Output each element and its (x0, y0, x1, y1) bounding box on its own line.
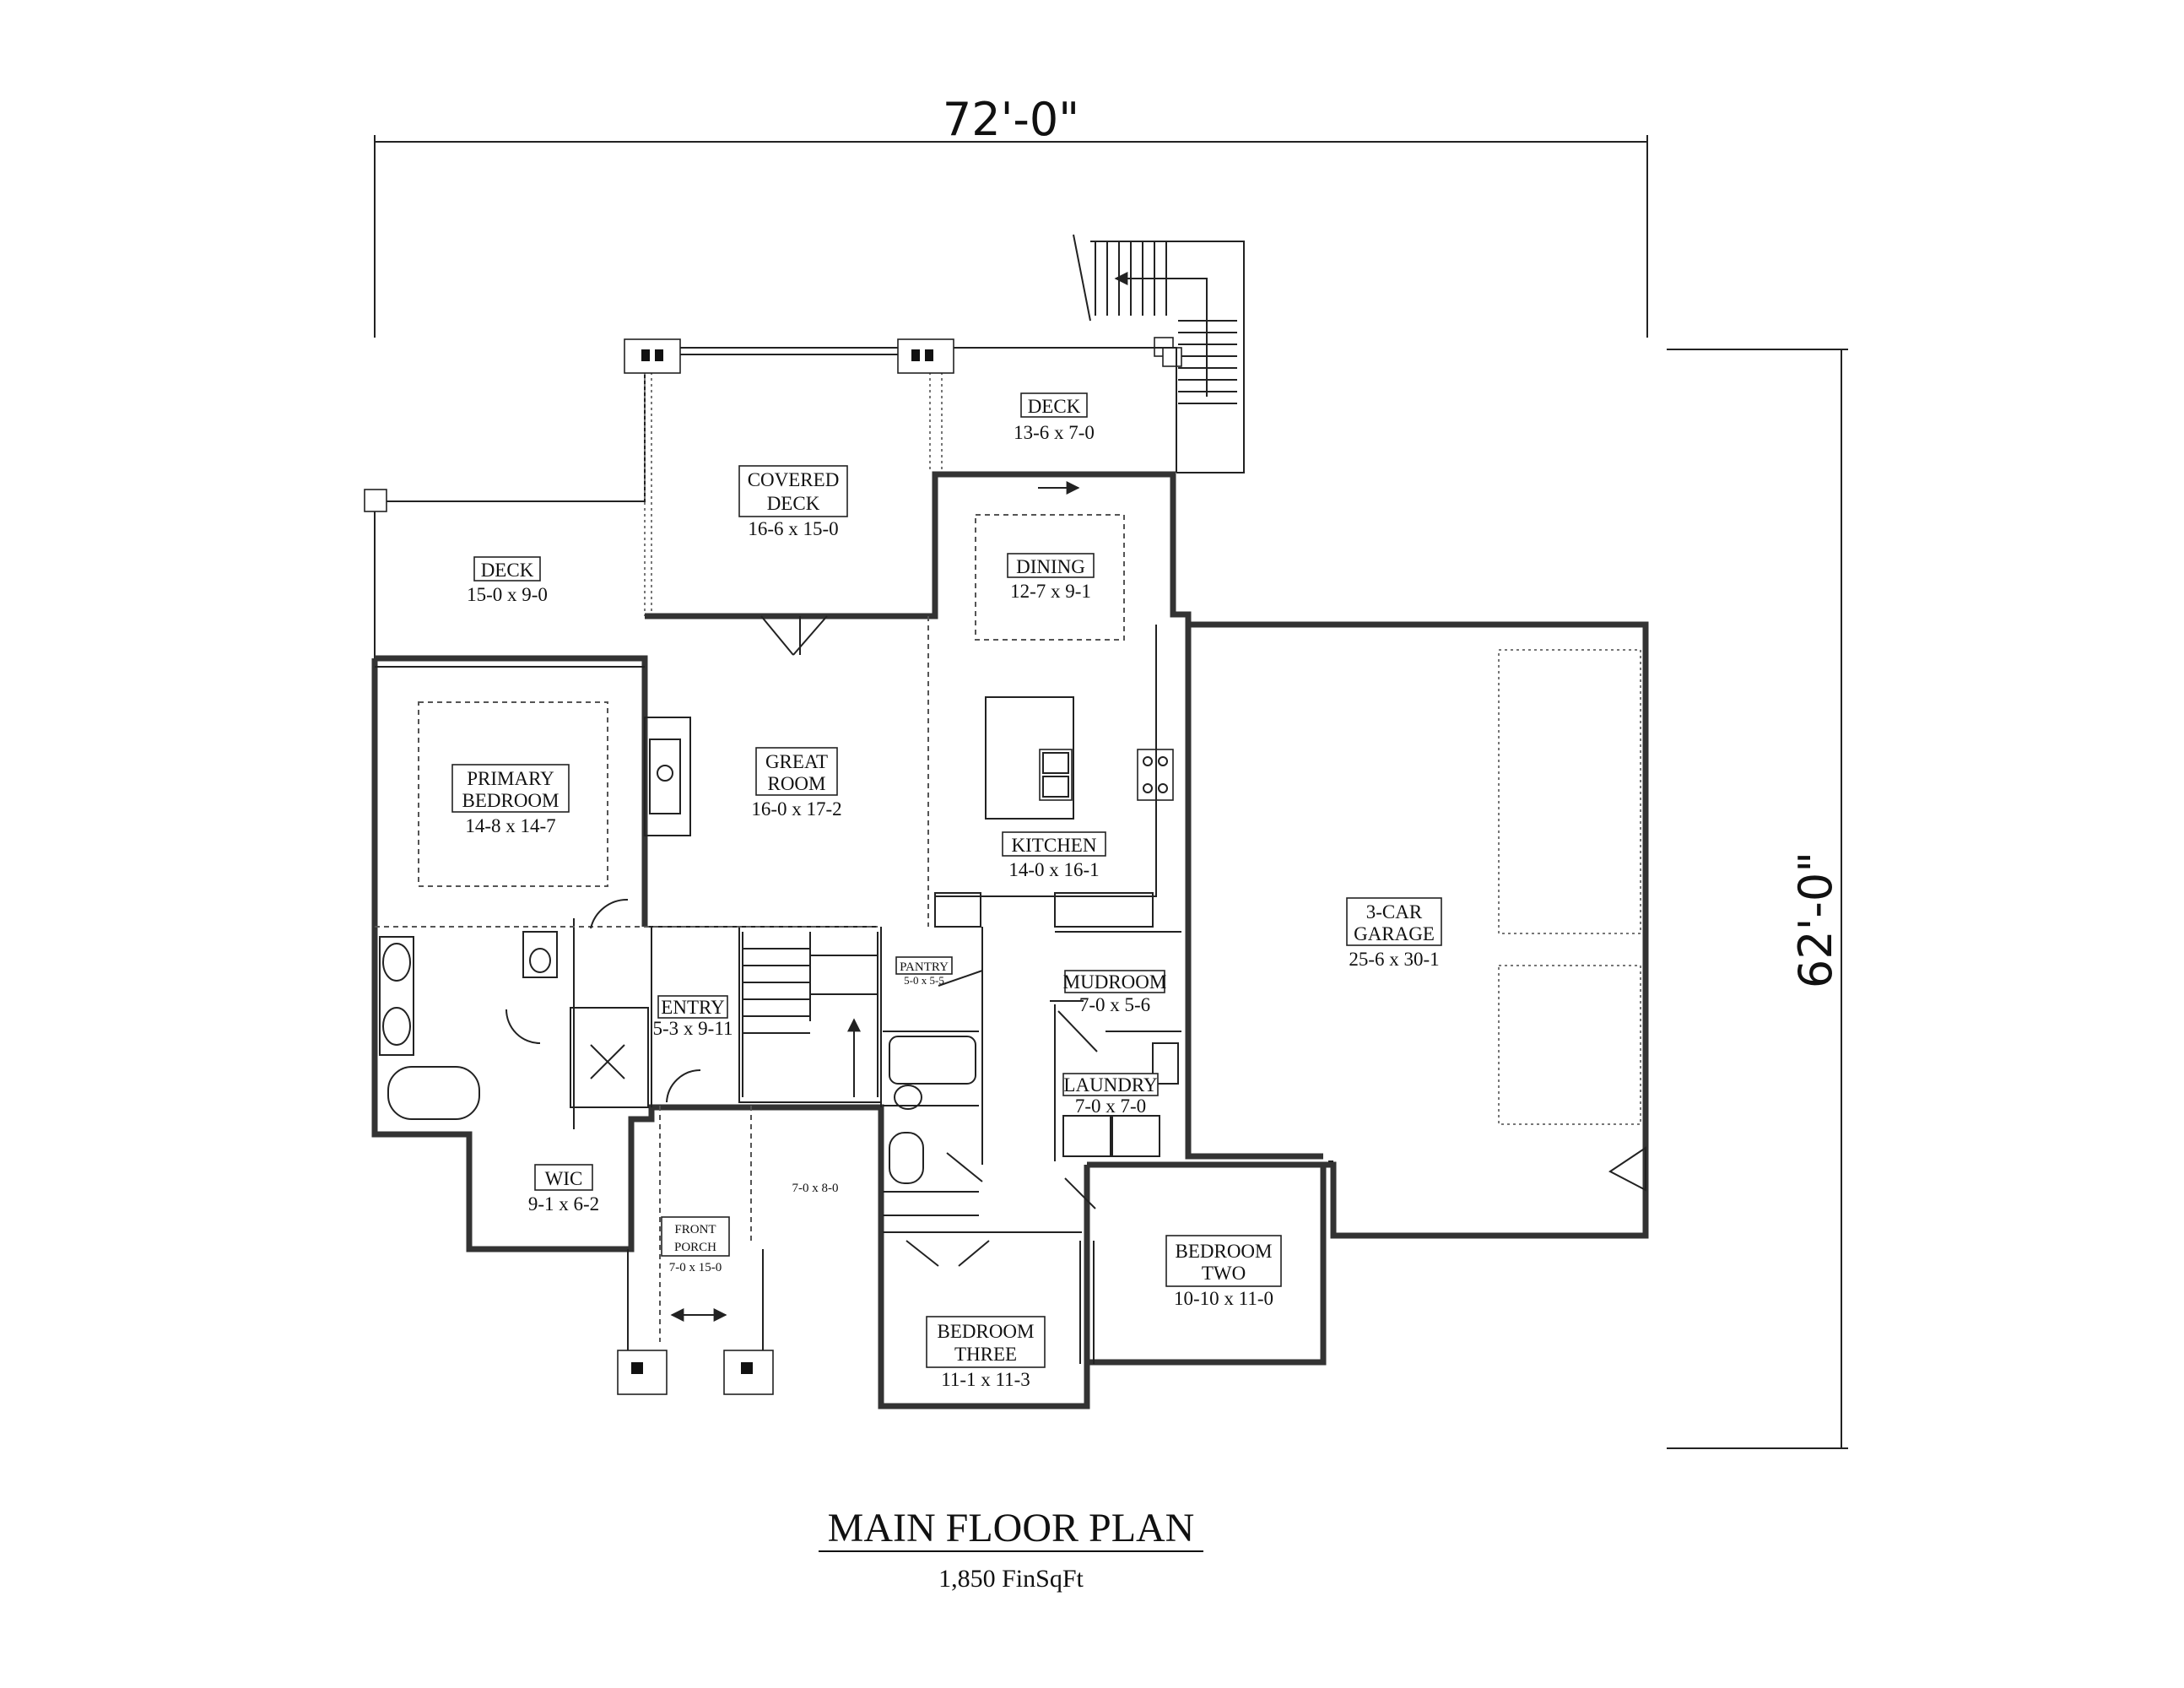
room-name-line-2: BEDROOM (462, 790, 559, 811)
room-size: 16-6 x 15-0 (748, 518, 838, 539)
exterior-stairs (1073, 234, 1245, 473)
room-name: PANTRY (900, 960, 949, 974)
room-size: 25-6 x 30-1 (1349, 949, 1439, 970)
depth-dimension: 62'-0" (1667, 349, 1848, 1449)
room-name: KITCHEN (1012, 835, 1097, 856)
porch-posts (617, 1249, 774, 1395)
room-size: 7-0 x 15-0 (669, 1261, 722, 1274)
room-size: 16-0 x 17-2 (751, 798, 841, 820)
room-size: 10-10 x 11-0 (1174, 1288, 1273, 1309)
room-pantry: PANTRY 5-0 x 5-5 (895, 956, 953, 987)
room-deck-left: DECK 15-0 x 9-0 (467, 556, 548, 605)
room-size: 7-0 x 5-6 (1079, 994, 1150, 1015)
interior-walls (375, 666, 1333, 1364)
kitchen-fixtures (934, 625, 1174, 928)
room-primary-bedroom: PRIMARY BEDROOM 14-8 x 14-7 (451, 764, 570, 836)
plan-subtitle: 1,850 FinSqFt (938, 1565, 1084, 1593)
room-size: 9-1 x 6-2 (528, 1193, 599, 1215)
room-wic: WIC 9-1 x 6-2 (528, 1164, 599, 1215)
room-name-line-1: GREAT (765, 751, 828, 772)
room-bedroom-two: BEDROOM TWO 10-10 x 11-0 (1165, 1235, 1282, 1309)
room-size: 11-1 x 11-3 (941, 1369, 1030, 1390)
room-dining: DINING 12-7 x 9-1 (1007, 553, 1095, 602)
deck-outlines (364, 338, 1177, 658)
room-name-line-1: PRIMARY (467, 768, 554, 789)
room-covered-deck: COVERED DECK 16-6 x 15-0 (738, 465, 848, 539)
room-great-room: GREAT ROOM 16-0 x 17-2 (751, 747, 842, 820)
room-front-porch: FRONT PORCH 7-0 x 15-0 (661, 1216, 730, 1274)
doors (505, 481, 1646, 1267)
room-name-line-1: BEDROOM (1175, 1241, 1272, 1262)
room-size: 7-0 x 7-0 (1075, 1096, 1146, 1117)
room-size: 7-0 x 8-0 (792, 1182, 839, 1195)
room-size: 5-0 x 5-5 (904, 974, 944, 987)
bath-fixtures (379, 931, 1179, 1184)
width-dimension-label: 72'-0" (943, 93, 1079, 146)
room-name-line-2: THREE (954, 1344, 1017, 1365)
fireplace (644, 717, 691, 836)
room-deck-upper: DECK 13-6 x 7-0 (1014, 392, 1095, 443)
room-name: MUDROOM (1063, 971, 1167, 993)
room-size: 14-8 x 14-7 (465, 815, 555, 836)
plan-title-block: MAIN FLOOR PLAN 1,850 FinSqFt (819, 1506, 1203, 1593)
room-name-line-1: COVERED (748, 469, 840, 490)
room-labels: DECK 13-6 x 7-0 COVERED DECK 16-6 x 15-0… (451, 392, 1442, 1390)
room-size: 5-3 x 9-11 (653, 1018, 733, 1039)
ceiling-outlines (375, 514, 1641, 1342)
room-name: DECK (1028, 396, 1081, 417)
room-name-line-1: 3-CAR (1366, 901, 1423, 922)
room-size: 12-7 x 9-1 (1010, 581, 1091, 602)
width-dimension: 72'-0" (374, 93, 1648, 338)
plan-title: MAIN FLOOR PLAN (828, 1506, 1195, 1550)
room-size: 15-0 x 9-0 (467, 584, 548, 605)
room-name: ENTRY (661, 997, 725, 1018)
room-name: WIC (545, 1168, 583, 1189)
room-entry: ENTRY 5-3 x 9-11 (653, 995, 733, 1039)
room-kitchen: KITCHEN 14-0 x 16-1 (1002, 831, 1106, 880)
room-name-line-2: TWO (1202, 1263, 1246, 1284)
room-size: 14-0 x 16-1 (1008, 859, 1099, 880)
room-name-line-1: BEDROOM (937, 1321, 1034, 1342)
room-size: 13-6 x 7-0 (1014, 422, 1095, 443)
room-name-line-1: FRONT (674, 1223, 716, 1236)
room-mudroom: MUDROOM 7-0 x 5-6 (1063, 970, 1167, 1015)
room-name-line-2: ROOM (767, 773, 825, 794)
exterior-walls (371, 471, 1649, 1409)
room-name-line-2: PORCH (674, 1241, 716, 1254)
depth-dimension-label: 62'-0" (1789, 852, 1842, 988)
room-name: DINING (1016, 556, 1085, 577)
room-bedroom-three: BEDROOM THREE 11-1 x 11-3 (926, 1316, 1046, 1390)
room-name-line-2: DECK (767, 493, 820, 514)
room-name: DECK (481, 560, 534, 581)
interior-stairs (742, 932, 878, 1097)
room-name: LAUNDRY (1063, 1074, 1158, 1096)
room-name-line-2: GARAGE (1354, 923, 1435, 944)
room-laundry: LAUNDRY 7-0 x 7-0 (1062, 1073, 1159, 1117)
room-garage: 3-CAR GARAGE 25-6 x 30-1 (1346, 897, 1442, 970)
room-porch-room: 7-0 x 8-0 (792, 1182, 839, 1195)
